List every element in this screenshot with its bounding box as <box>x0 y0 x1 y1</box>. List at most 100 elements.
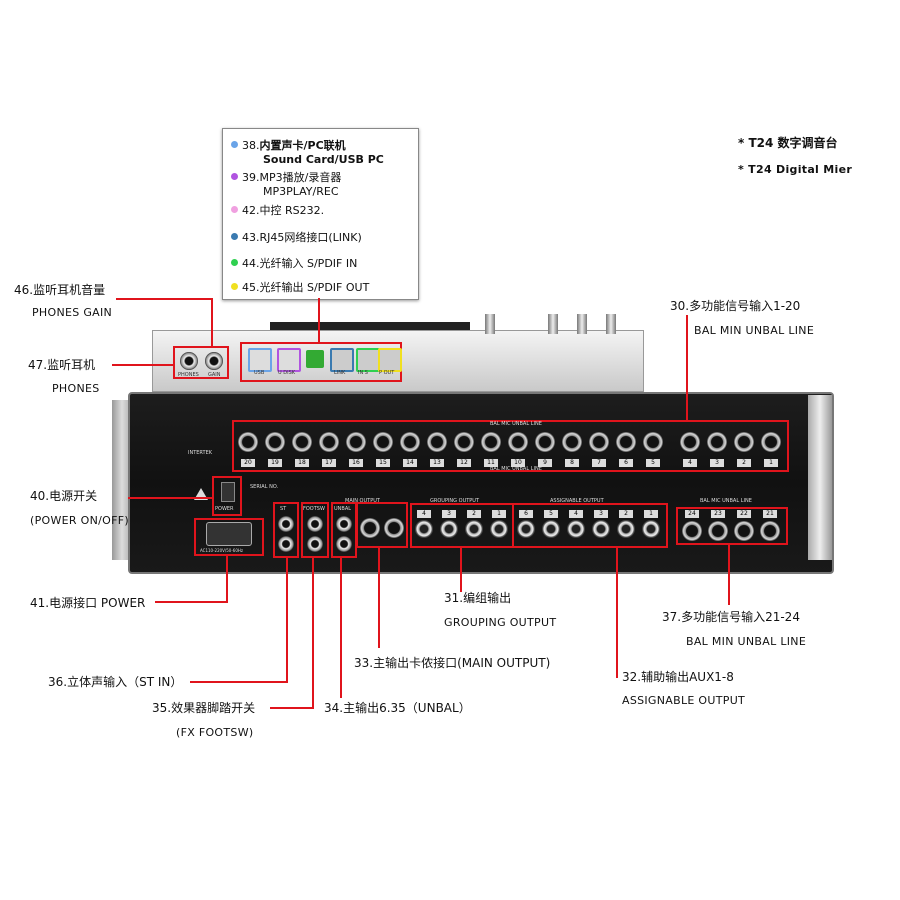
chassis-right-side <box>808 395 832 560</box>
link-label: LINK <box>334 370 346 376</box>
input-jack-icon[interactable] <box>454 432 474 452</box>
channel-number-label: 1 <box>644 510 658 518</box>
main-out-xlr-icon[interactable] <box>384 518 404 538</box>
assignable-xlr-icon[interactable] <box>567 520 585 538</box>
channel-number-label: 4 <box>417 510 431 518</box>
channel-number-label: 5 <box>646 459 660 467</box>
callout-main-unbal: 34.主输出6.35（UNBAL） <box>324 701 471 715</box>
assignable-xlr-icon[interactable] <box>517 520 535 538</box>
channel-number-label: 4 <box>683 459 697 467</box>
input-jack-icon[interactable] <box>238 432 258 452</box>
input-jack-icon[interactable] <box>616 432 636 452</box>
callout-phones-en: PHONES <box>52 382 100 395</box>
channel-number-label: 23 <box>711 510 725 518</box>
input-jack-icon[interactable] <box>708 521 728 541</box>
input-jack-icon[interactable] <box>643 432 663 452</box>
input-jack-icon[interactable] <box>508 432 528 452</box>
input-jack-icon[interactable] <box>346 432 366 452</box>
assignable-xlr-icon[interactable] <box>642 520 660 538</box>
input-jack-icon[interactable] <box>562 432 582 452</box>
input-jack-icon[interactable] <box>319 432 339 452</box>
channel-number-label: 2 <box>737 459 751 467</box>
channel-number-label: 6 <box>619 459 633 467</box>
leader-line <box>226 556 228 602</box>
assignable-xlr-icon[interactable] <box>542 520 560 538</box>
grouping-xlr-icon[interactable] <box>415 520 433 538</box>
legend-item: 45.光纤输出 S/PDIF OUT <box>231 279 369 295</box>
channel-number-label: 21 <box>763 510 777 518</box>
st-in-jack-icon[interactable] <box>278 516 294 532</box>
phones-jack-icon[interactable] <box>180 352 198 370</box>
power-switch[interactable] <box>221 482 235 502</box>
gain-knob-icon[interactable] <box>205 352 223 370</box>
assignable-output-highlight <box>512 503 668 548</box>
footsw-highlight <box>301 502 329 558</box>
callout-grouping-output: 31.编组输出 <box>444 591 512 605</box>
channel-number-label: 12 <box>457 459 471 467</box>
assignable-output-label: ASSIGNABLE OUTPUT <box>550 498 604 504</box>
callout-fx-footsw-en: (FX FOOTSW) <box>176 726 254 739</box>
input-jack-icon[interactable] <box>481 432 501 452</box>
power-inlet[interactable] <box>206 522 252 546</box>
leader-line <box>286 558 288 682</box>
input-jack-icon[interactable] <box>734 432 754 452</box>
usb-port-icon[interactable] <box>248 348 272 372</box>
unbal-jack-icon[interactable] <box>336 536 352 552</box>
callout-inputs-21-24: 37.多功能信号输入21-24 <box>662 610 800 624</box>
callout-grouping-output-en: GROUPING OUTPUT <box>444 616 557 629</box>
main-out-xlr-icon[interactable] <box>360 518 380 538</box>
callout-power-switch: 40.电源开关 <box>30 489 98 503</box>
assignable-xlr-icon[interactable] <box>592 520 610 538</box>
input-jack-icon[interactable] <box>761 432 781 452</box>
spdif-out-port-icon[interactable] <box>378 348 402 372</box>
input-jack-icon[interactable] <box>427 432 447 452</box>
legend-item: 39.MP3播放/录音器 MP3PLAY/REC <box>231 169 341 198</box>
callout-main-output: 33.主输出卡侬接口(MAIN OUTPUT) <box>354 656 551 670</box>
input-jack-icon[interactable] <box>734 521 754 541</box>
input-jack-icon[interactable] <box>589 432 609 452</box>
grouping-xlr-icon[interactable] <box>440 520 458 538</box>
callout-inputs-1-20: 30.多功能信号输入1-20 <box>670 299 801 313</box>
grouping-xlr-icon[interactable] <box>490 520 508 538</box>
callout-assignable-output-en: ASSIGNABLE OUTPUT <box>622 694 746 707</box>
input-jack-icon[interactable] <box>682 521 702 541</box>
unbal-label: UNBAL <box>334 506 352 512</box>
assignable-xlr-icon[interactable] <box>617 520 635 538</box>
connector-legend: 38.内置声卡/PC联机 Sound Card/USB PC 39.MP3播放/… <box>222 128 419 300</box>
input-jack-icon[interactable] <box>680 432 700 452</box>
udisk-port-icon[interactable] <box>277 348 301 372</box>
leader-line <box>190 681 288 683</box>
footsw-jack-icon[interactable] <box>307 516 323 532</box>
footsw-jack-icon[interactable] <box>307 536 323 552</box>
input-jack-icon[interactable] <box>292 432 312 452</box>
spdif-in-port-icon[interactable] <box>356 348 380 372</box>
inputs-b-label: BAL MIC UNBAL LINE <box>700 498 752 504</box>
channel-number-label: 2 <box>619 510 633 518</box>
rj45-port-icon[interactable] <box>330 348 354 372</box>
leader-line <box>211 298 213 348</box>
channel-number-label: 1 <box>492 510 506 518</box>
input-jack-icon[interactable] <box>373 432 393 452</box>
unbal-jack-icon[interactable] <box>336 516 352 532</box>
grouping-xlr-icon[interactable] <box>465 520 483 538</box>
usb-label: USB <box>254 370 265 376</box>
channel-number-label: 17 <box>322 459 336 467</box>
channel-number-label: 3 <box>594 510 608 518</box>
input-jack-icon[interactable] <box>400 432 420 452</box>
legend-item: 38.内置声卡/PC联机 Sound Card/USB PC <box>231 137 384 166</box>
channel-number-label: 3 <box>442 510 456 518</box>
channel-number-label: 18 <box>295 459 309 467</box>
input-jack-icon[interactable] <box>535 432 555 452</box>
power-label: POWER <box>215 506 234 512</box>
st-in-jack-icon[interactable] <box>278 536 294 552</box>
grouping-output-label: GROUPING OUTPUT <box>430 498 480 504</box>
input-jack-icon[interactable] <box>265 432 285 452</box>
leader-line <box>116 298 212 300</box>
channel-number-label: 16 <box>349 459 363 467</box>
input-jack-icon[interactable] <box>760 521 780 541</box>
leader-line <box>378 548 380 648</box>
input-jack-icon[interactable] <box>707 432 727 452</box>
legend-item: 42.中控 RS232. <box>231 202 324 218</box>
rs232-port-icon[interactable] <box>306 350 324 368</box>
callout-power-switch-en: (POWER ON/OFF) <box>30 514 129 527</box>
